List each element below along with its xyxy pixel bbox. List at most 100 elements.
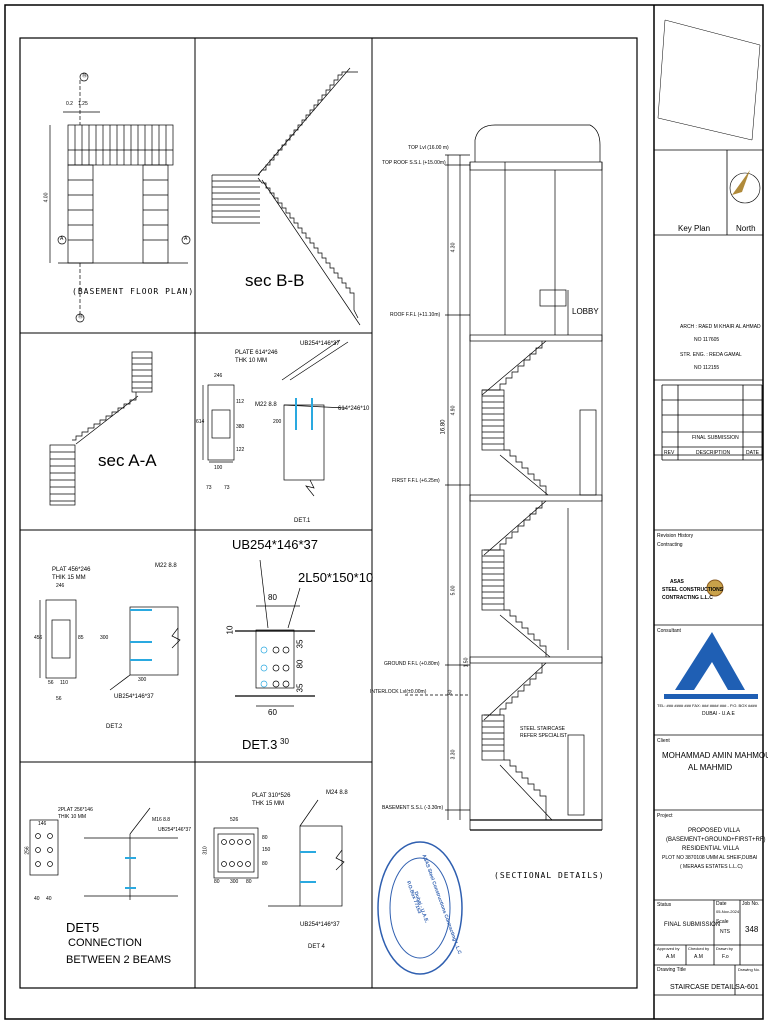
dim-label: 0.2: [66, 101, 73, 107]
date-label: Date: [716, 901, 727, 907]
drawing-no-value: A-601: [740, 984, 759, 991]
dim-label: 614: [196, 419, 205, 425]
consultant-label: Consultant: [657, 628, 681, 634]
dim-label: 35: [295, 683, 305, 693]
date-value: 05-Nov-2024: [716, 909, 740, 914]
dim-label: 310: [202, 846, 209, 855]
dim-label: 300: [100, 635, 109, 641]
det1-beam: UB254*146*37: [300, 341, 340, 347]
north-label: North: [736, 224, 756, 233]
dim-label: 60: [268, 708, 277, 717]
dim-label: 85: [78, 635, 84, 641]
dim-label: 110: [60, 680, 68, 686]
dim-label: 40: [46, 896, 52, 902]
det1-drawing: [202, 339, 349, 497]
grid-mark: A: [184, 236, 188, 242]
det1-plate: PLATE 614*246: [235, 350, 278, 356]
dim-label: 4.00: [43, 192, 50, 203]
client-label: Client: [657, 738, 670, 744]
architect-number: NO 117605: [694, 337, 720, 343]
det3-angle: 2L50*150*10: [298, 570, 374, 585]
det2-beam: UB254*146*37: [114, 694, 154, 700]
dim-label: 73: [224, 485, 230, 491]
panel-title-basement: (BASEMENT FLOOR PLAN): [72, 287, 195, 296]
dim-label: 80: [295, 659, 305, 669]
panel-title-sec-bb: sec B-B: [245, 271, 305, 290]
scale-value: NTS: [720, 929, 730, 935]
det4-bolt: M24 8.8: [326, 790, 348, 796]
det5-drawing: [29, 807, 178, 900]
company-stamp: [377, 841, 463, 975]
det4-label: DET 4: [308, 944, 325, 950]
project-line: ( MERAAS ESTATES L.L.C): [680, 864, 743, 870]
scale-label: Scale: [716, 919, 729, 925]
dim-label: 112: [236, 399, 244, 405]
height-label: 5.00: [450, 585, 457, 596]
status-value: FINAL SUBMISSION: [664, 922, 721, 928]
dim-label: 30: [280, 737, 289, 746]
level-label: INTERLOCK Lvl(±0.00m): [370, 689, 427, 695]
det1-label: DET.1: [294, 518, 311, 524]
project-label: Project: [657, 813, 673, 819]
det3-label: DET.3: [242, 737, 278, 752]
project-line: PLOT NO 3870108 UMM AL SHEIF,DUBAI: [662, 855, 758, 861]
det4-beam: UB254*146*37: [300, 922, 340, 928]
grid-mark: A: [60, 236, 64, 242]
dim-label: 80: [268, 593, 277, 602]
contracting-label: Contracting: [657, 542, 683, 548]
det2-bolt: M22 8.8: [155, 563, 177, 569]
consultant-contact: TEL: ### #### ### FAX: ### #### ### - P.…: [657, 703, 757, 708]
dim-label: 100: [214, 465, 223, 471]
det5-bolt: M16 8.8: [152, 817, 171, 823]
checked-label: Checked by: [688, 946, 710, 951]
rev-header: DESCRIPTION: [696, 450, 731, 456]
dim-label: 80: [262, 861, 268, 867]
dim-label: 10: [225, 625, 235, 635]
det1-thick: THK 10 MM: [235, 358, 268, 364]
client-name: MOHAMMAD AMIN MAHMOUD: [662, 751, 768, 760]
dim-label: 526: [230, 817, 239, 823]
dim-label: 256: [24, 846, 31, 855]
dim-label: 35: [295, 639, 305, 649]
rev-header: REV: [664, 450, 675, 456]
client-name: AL MAHMID: [688, 763, 733, 772]
dim-label: 80: [246, 879, 252, 885]
det5-title-line: DET5: [66, 920, 100, 935]
level-label: BASEMENT S.S.L (-3.30m): [382, 805, 444, 811]
consultant-contact: DUBAI - U.A.E: [702, 711, 735, 717]
dim-label: 122: [236, 447, 245, 453]
checked-value: A.M: [694, 954, 703, 960]
approved-label: Approved by: [657, 946, 680, 951]
contractor-name: ASAS: [670, 579, 684, 585]
contractor-name: CONTRACTING L.L.C: [662, 595, 713, 601]
det2-label: DET.2: [106, 724, 123, 730]
job-value: 348: [745, 925, 759, 934]
consultant-logo-graphic: [664, 632, 758, 699]
contractor-name: STEEL CONSTRUCTIONS: [662, 587, 724, 593]
det5-plate: 2PLAT 256*146: [58, 807, 93, 813]
structural-number: NO 112155: [694, 365, 720, 371]
basement-plan-drawing: [49, 72, 191, 323]
drawing-no-label: Drawing No.: [738, 967, 761, 972]
project-line: (BASEMENT+GROUND+FIRST+RF): [666, 837, 766, 843]
rev-header: DATE: [746, 450, 759, 456]
lobby-label: LOBBY: [572, 307, 599, 316]
dim-label: 1.25: [78, 101, 88, 107]
dim-label: 40: [34, 896, 40, 902]
panel-title-sec-aa: sec A-A: [98, 451, 157, 470]
det2-plate: PLAT 456*246: [52, 567, 91, 573]
north-arrow-graphic: [729, 170, 761, 204]
drawn-label: Drawn by: [716, 946, 733, 951]
det5-title-line: CONNECTION: [68, 937, 142, 949]
dim-label: 80: [262, 835, 268, 841]
det3-drawing: [235, 559, 315, 707]
architect-name: ARCH : RAED M KHAIR AL AHMAD: [680, 324, 761, 330]
det4-plate: PLAT 310*526: [252, 793, 291, 799]
det1-bolt: M22 8.8: [255, 402, 277, 408]
dim-label: 73: [206, 485, 212, 491]
dim-label: 200: [273, 419, 282, 425]
dim-label: 56: [48, 680, 54, 686]
det4-thick: THK 15 MM: [252, 801, 285, 807]
dim-label: 56: [56, 696, 62, 702]
dim-label: 246: [214, 373, 223, 379]
